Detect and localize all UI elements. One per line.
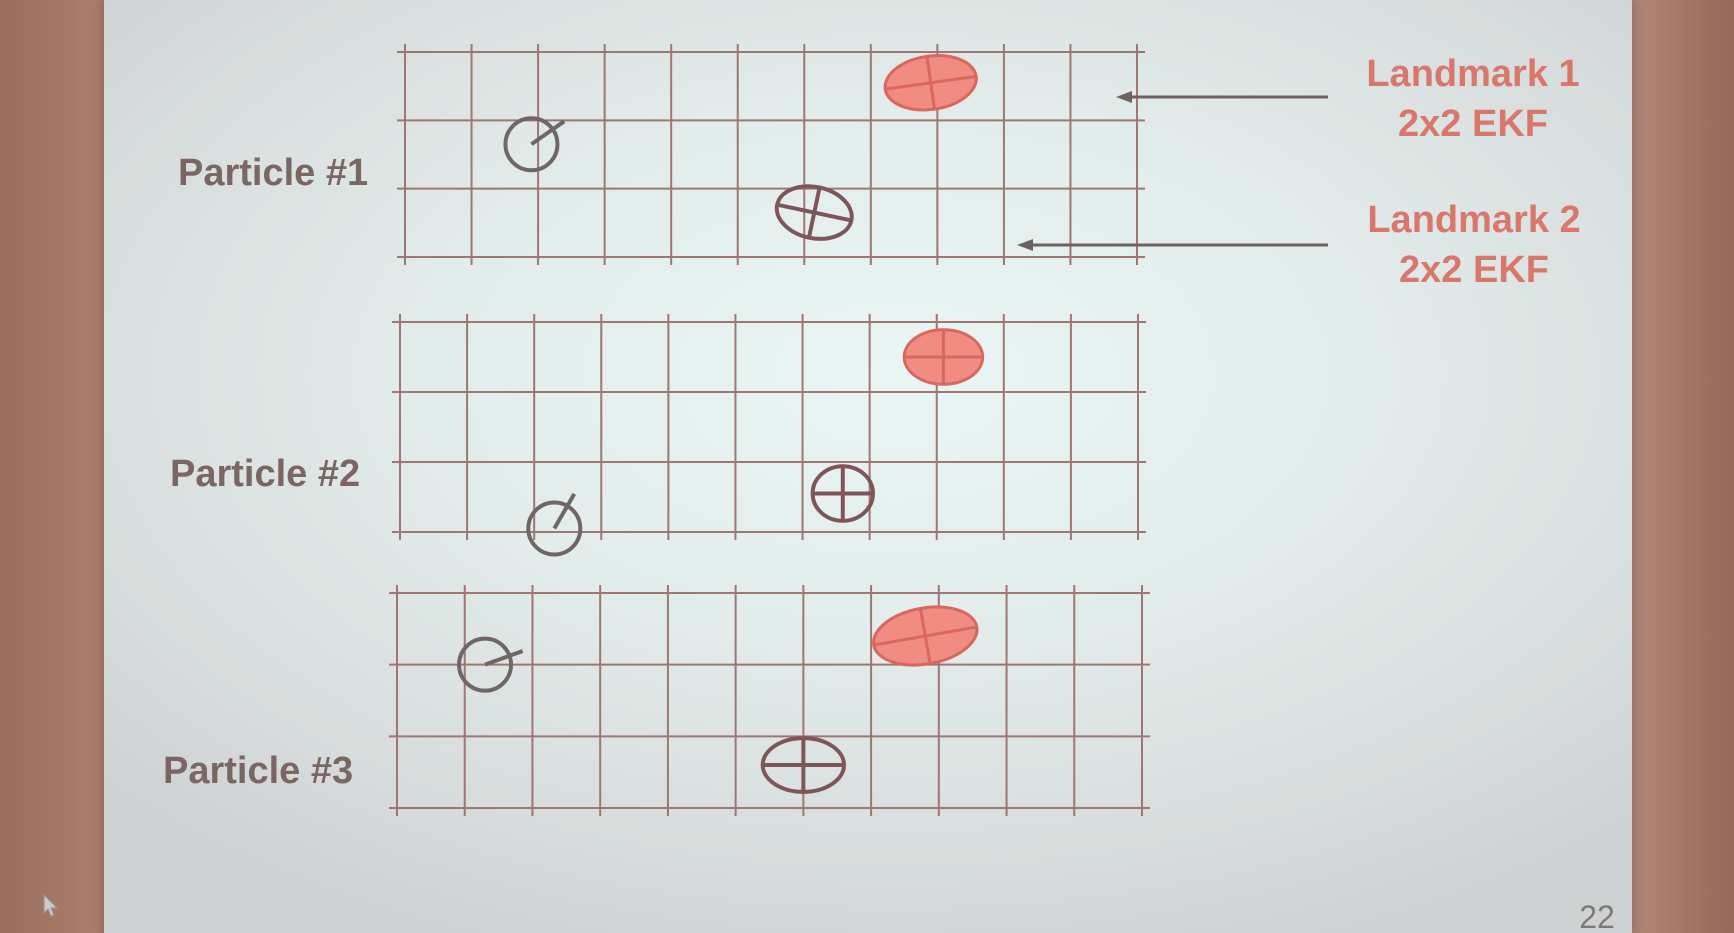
room-wall-right — [1624, 0, 1734, 933]
grid — [397, 44, 1145, 265]
grid — [389, 585, 1150, 816]
robot-heading — [484, 649, 524, 667]
annotation-subtitle: 2x2 EKF — [1398, 103, 1548, 145]
robot-heading — [530, 119, 566, 146]
slide-number: 22 — [1579, 899, 1615, 933]
robot-pose — [526, 492, 583, 557]
annotation-title: Landmark 2 — [1367, 199, 1580, 241]
ellipse-minor-axis — [925, 56, 936, 110]
landmark-2-ellipse — [810, 464, 875, 523]
arrow-head — [1116, 91, 1132, 103]
particle-label: Particle #2 — [170, 453, 360, 495]
ellipse-minor-axis — [806, 187, 822, 239]
annotation-subtitle: 2x2 EKF — [1399, 249, 1549, 291]
annotation-title: Landmark 1 — [1366, 53, 1579, 95]
landmark-1-ellipse — [902, 328, 985, 386]
landmark-2-ellipse — [774, 184, 854, 241]
particle-panels: Particle #1 Particle #2 Particle #3 — [163, 44, 1150, 816]
robot-pose — [457, 636, 524, 693]
particle-panel-2: Particle #2 — [170, 314, 1146, 557]
robot-body — [526, 500, 583, 557]
particle-label: Particle #3 — [163, 750, 353, 792]
mouse-pointer-icon — [43, 893, 59, 917]
robot-heading — [552, 492, 577, 530]
robot-body — [457, 636, 514, 693]
landmark-2-ellipse — [760, 736, 847, 794]
particle-panel-1: Particle #1 — [178, 44, 1145, 265]
projected-slide — [104, 0, 1632, 933]
landmark-1-ellipse — [872, 605, 979, 667]
particle-label: Particle #1 — [178, 152, 368, 194]
arrow-head — [1017, 239, 1033, 251]
landmark-annotations: Landmark 1 2x2 EKF Landmark 2 2x2 EKF — [1017, 53, 1581, 291]
annotation-landmark-1: Landmark 1 2x2 EKF — [1116, 53, 1580, 145]
grid — [392, 314, 1146, 540]
ellipse-minor-axis — [918, 608, 932, 664]
robot-pose — [503, 116, 566, 173]
annotation-landmark-2: Landmark 2 2x2 EKF — [1017, 199, 1581, 291]
robot-body — [503, 116, 560, 173]
particle-panel-3: Particle #3 — [163, 585, 1150, 816]
landmark-1-ellipse — [883, 54, 978, 112]
